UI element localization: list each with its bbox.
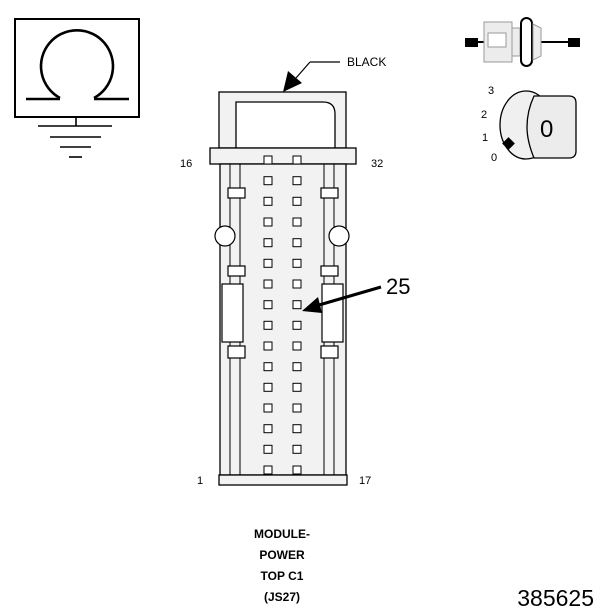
pin-cavity-25: [292, 300, 302, 310]
key-position-3: 3: [488, 85, 494, 97]
test-lamp-probe-icon: [465, 17, 580, 67]
figure-number: 385625: [517, 585, 594, 611]
pin-cavity-3: [263, 424, 273, 434]
pin-cavity-23: [292, 341, 302, 351]
pin-cavity-17: [292, 465, 302, 475]
pin-label-17: 17: [359, 475, 371, 487]
pin-cavity-1: [263, 465, 273, 475]
pin-cavity-10: [263, 279, 273, 289]
ohmmeter-ground-icon: [14, 18, 140, 158]
pin-cavity-15: [263, 176, 273, 186]
pin-cavity-26: [292, 279, 302, 289]
pin-cavity-19: [292, 424, 302, 434]
connector-name-line-2: POWER: [259, 548, 305, 562]
pin-label-16: 16: [180, 158, 192, 170]
wire-color-label: BLACK: [347, 55, 386, 69]
pin-cavity-5: [263, 382, 273, 392]
pin-cavity-24: [292, 320, 302, 330]
pin-cavity-21: [292, 382, 302, 392]
pin-cavity-16: [263, 155, 273, 165]
pin-grid: [263, 155, 302, 475]
pin-cavity-6: [263, 362, 273, 372]
pin-cavity-20: [292, 403, 302, 413]
pin-cavity-31: [292, 176, 302, 186]
pin-cavity-7: [263, 341, 273, 351]
pin-cavity-28: [292, 238, 302, 248]
pin-cavity-14: [263, 196, 273, 206]
pin-cavity-27: [292, 258, 302, 268]
wire-color-callout: BLACK: [283, 55, 386, 92]
ignition-key-icon: 3 2 1 0 0: [481, 85, 577, 164]
pin-cavity-30: [292, 196, 302, 206]
pin-cavity-2: [263, 444, 273, 454]
connector-name-line-4: (JS27): [264, 590, 300, 604]
pin-cavity-13: [263, 217, 273, 227]
pin-cavity-8: [263, 320, 273, 330]
connector-name-line-1: MODULE-: [254, 527, 310, 541]
pin-cavity-29: [292, 217, 302, 227]
pin-label-1: 1: [197, 475, 203, 487]
key-position-2: 2: [481, 109, 487, 121]
key-label: 0: [540, 116, 553, 143]
connector-name-line-3: TOP C1: [261, 569, 304, 583]
connector-body: [209, 91, 357, 486]
pin-cavity-22: [292, 362, 302, 372]
pin-cavity-18: [292, 444, 302, 454]
pin-cavity-9: [263, 300, 273, 310]
pin-cavity-4: [263, 403, 273, 413]
pin-cavity-11: [263, 258, 273, 268]
pin-cavity-12: [263, 238, 273, 248]
pin-cavity-32: [292, 155, 302, 165]
key-position-1: 1: [482, 132, 488, 144]
pin-callout: 25: [302, 274, 410, 313]
callout-pin-number: 25: [386, 274, 410, 299]
pin-label-32: 32: [371, 158, 383, 170]
key-position-0: 0: [491, 152, 497, 164]
